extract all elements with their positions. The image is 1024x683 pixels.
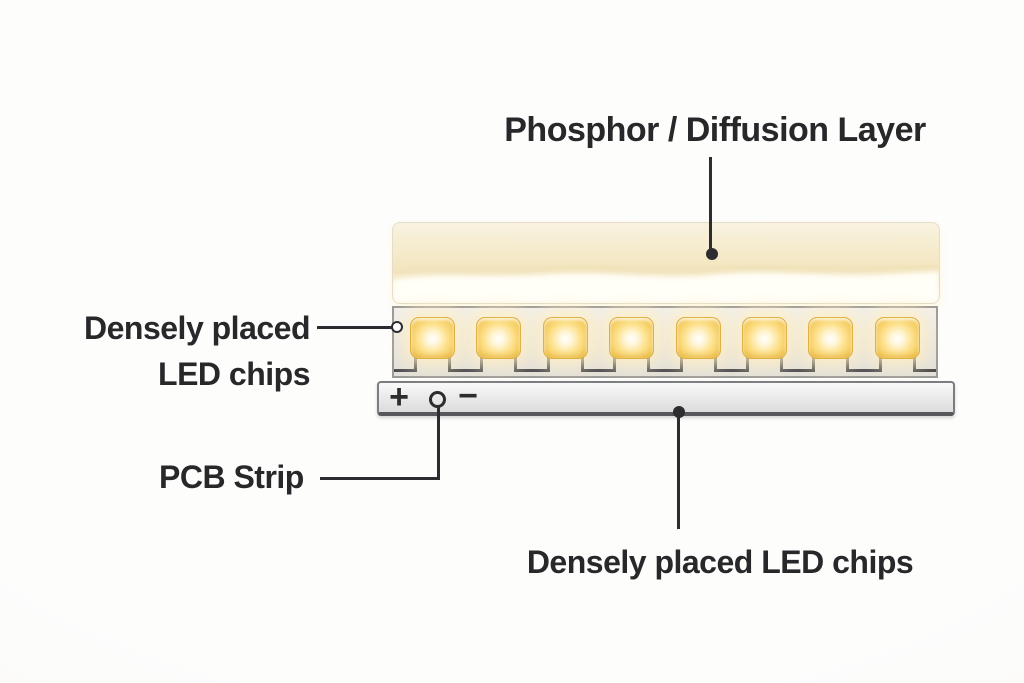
led-chips-left-label-line2: LED chips [158,356,310,392]
led-chip [609,317,654,359]
led-chip [543,317,588,359]
led-chip [742,317,787,359]
pcb-minus-symbol: − [458,377,478,415]
led-chips-bottom-label: Densely placed LED chips [526,544,914,580]
phosphor-connector-line [709,157,712,250]
chip-solder-leg-trace [912,357,936,372]
pcb-strip [377,381,955,416]
chip-solder-leg-trace [580,357,617,372]
chip-solder-leg-trace [394,357,417,372]
chip-solder-leg-trace [647,357,683,372]
chip-solder-leg-trace [713,357,749,372]
diffusion-glow-wave [393,272,939,303]
pcb-connector-circle-symbol [429,391,446,408]
led-chips-left-connector-ring [391,321,403,333]
led-chip [476,317,521,359]
led-chips-left-label-line1: Densely placed [84,310,311,346]
phosphor-connector-dot [706,248,718,260]
pcb-connector-elbow-line [320,407,440,480]
diffusion-crease-line [393,264,939,275]
pcb-strip-label: PCB Strip [159,459,304,495]
phosphor-diffusion-layer [392,222,940,304]
led-chips-left-connector-line [317,326,393,329]
chip-solder-leg-trace [846,357,882,372]
diffusion-glow-graphic [393,264,939,303]
chip-solder-leg-trace [514,357,550,372]
pcb-plus-symbol: + [389,378,409,416]
led-chip [808,317,853,359]
bottom-connector-line [677,414,680,529]
led-chip [676,317,721,359]
led-chip [410,317,455,359]
chip-solder-leg-trace [448,357,484,372]
chip-solder-leg-trace [780,357,816,372]
bottom-connector-dot [673,406,685,418]
led-chip [875,317,920,359]
phosphor-layer-label: Phosphor / Diffusion Layer [504,111,926,149]
led-chips-left-label: Densely placed LED chips [30,305,311,397]
